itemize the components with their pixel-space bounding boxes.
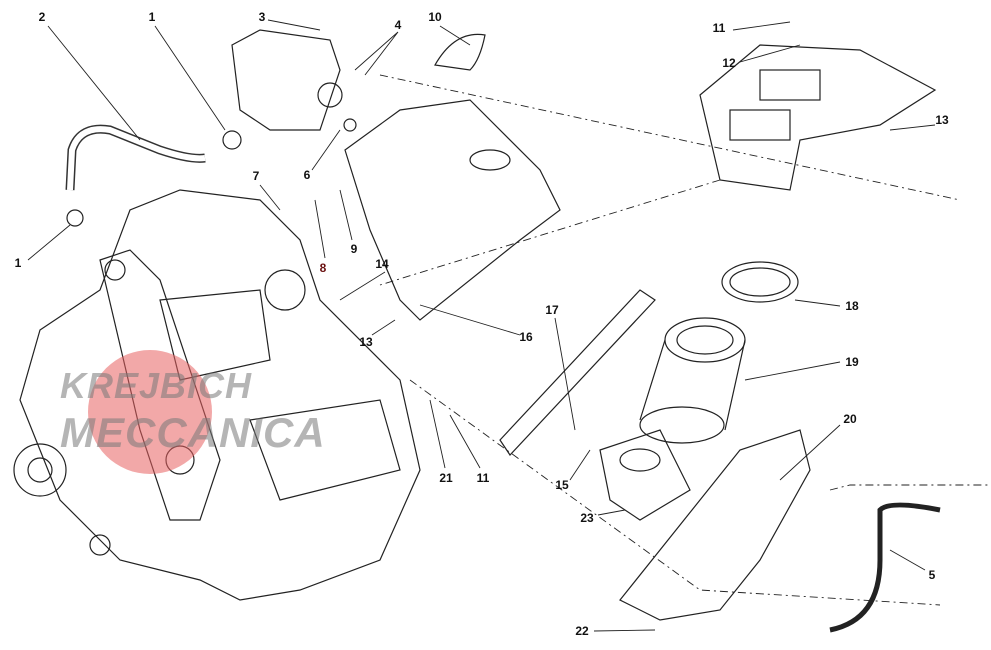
callout-11[interactable]: 11: [476, 471, 490, 485]
drain-hose: [829, 502, 941, 633]
breather-tank: [231, 29, 341, 131]
callout-18[interactable]: 18: [845, 299, 859, 313]
callout-17[interactable]: 17: [545, 303, 559, 317]
callout-22[interactable]: 22: [575, 624, 589, 638]
callout-9[interactable]: 9: [350, 242, 358, 256]
airbox-upper: [344, 99, 561, 321]
intake-adapter: [599, 429, 691, 521]
gasket: [499, 289, 656, 456]
callout-16[interactable]: 16: [519, 330, 533, 344]
callout-4[interactable]: 4: [394, 18, 402, 32]
watermark-circle: [88, 350, 212, 474]
callout-6[interactable]: 6: [303, 168, 311, 182]
callout-19[interactable]: 19: [845, 355, 859, 369]
callout-1[interactable]: 1: [14, 256, 22, 270]
callout-3[interactable]: 3: [258, 10, 266, 24]
watermark-line2: MECCANICA: [60, 409, 326, 456]
callout-14[interactable]: 14: [375, 257, 389, 271]
callout-23[interactable]: 23: [580, 511, 594, 525]
callout-15[interactable]: 15: [555, 478, 569, 492]
callout-5[interactable]: 5: [928, 568, 936, 582]
duct-cover: [434, 33, 486, 71]
callout-13[interactable]: 13: [935, 113, 949, 127]
callout-13[interactable]: 13: [359, 335, 373, 349]
callout-20[interactable]: 20: [843, 412, 857, 426]
callout-12[interactable]: 12: [722, 56, 736, 70]
engine-outline: [19, 189, 421, 601]
airbox-lower: [619, 429, 811, 621]
callout-11[interactable]: 11: [712, 21, 726, 35]
callout-21[interactable]: 21: [439, 471, 453, 485]
callout-2[interactable]: 2: [38, 10, 46, 24]
callout-7[interactable]: 7: [252, 169, 260, 183]
callout-1[interactable]: 1: [148, 10, 156, 24]
callout-10[interactable]: 10: [428, 10, 442, 24]
callout-8[interactable]: 8: [319, 261, 327, 275]
watermark-line1: KREJBICH: [60, 365, 253, 406]
